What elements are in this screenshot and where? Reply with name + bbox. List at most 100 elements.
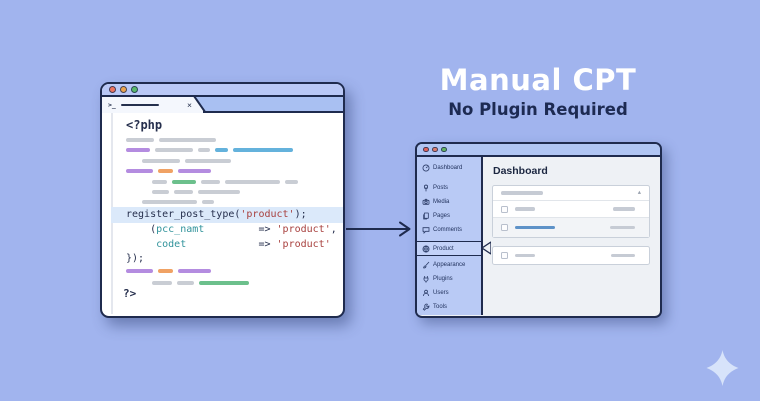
code-block: register_post_type('product'); (pcc_namt… — [102, 207, 343, 267]
code-placeholder-bar — [126, 169, 153, 174]
terminal-prompt-icon: >_ — [108, 101, 116, 109]
code-placeholder-bar — [174, 189, 193, 194]
code-placeholder-bar — [126, 138, 154, 142]
code-placeholder-bar — [152, 179, 167, 184]
globe-icon — [422, 245, 430, 253]
code-placeholder-bar — [185, 158, 231, 163]
sidebar-item-plugins[interactable]: Plugins — [417, 272, 481, 286]
camera-icon — [422, 198, 430, 206]
row-meta-placeholder — [613, 207, 635, 211]
code-token: , — [330, 224, 337, 235]
table-header-row: ▴ — [493, 186, 649, 200]
sort-caret-icon[interactable]: ▴ — [637, 189, 641, 196]
php-close-tag: ?> — [123, 287, 137, 300]
code-line: }); — [102, 252, 343, 267]
code-token — [126, 239, 156, 250]
sidebar-item-tools[interactable]: Tools — [417, 300, 481, 314]
skeleton-code-row — [126, 148, 331, 153]
sidebar-item-label: Tools — [433, 304, 448, 310]
brush-icon — [422, 261, 430, 269]
code-token: => — [186, 238, 277, 250]
code-placeholder-bar — [172, 179, 196, 184]
skeleton-code-top — [126, 138, 331, 211]
close-traffic-dot[interactable] — [109, 86, 116, 93]
code-line: codet => 'product' — [102, 238, 343, 253]
filename-placeholder-bar — [120, 103, 159, 107]
maximize-traffic-dot[interactable] — [131, 86, 138, 93]
code-placeholder-bar — [199, 280, 249, 285]
table-row — [493, 200, 649, 217]
code-token: ); — [294, 209, 307, 220]
code-area: <?php register_post_type('product'); (pc… — [102, 113, 343, 314]
code-placeholder-bar — [201, 179, 220, 184]
sparkle-icon — [706, 350, 739, 386]
row-meta-placeholder — [611, 253, 635, 258]
skeleton-code-row — [142, 158, 331, 163]
code-line: (pcc_namt => 'product', — [102, 223, 343, 238]
comment-icon — [422, 226, 430, 234]
skeleton-code-row — [142, 200, 331, 205]
row-title-placeholder — [515, 253, 535, 258]
sidebar-item-label: Posts — [433, 185, 449, 191]
close-traffic-dot[interactable] — [423, 146, 429, 153]
sidebar-item-label: Plugins — [433, 276, 453, 282]
page-title: Manual CPT — [439, 63, 637, 97]
row-checkbox[interactable] — [501, 205, 508, 213]
minimize-traffic-dot[interactable] — [432, 146, 438, 153]
skeleton-code-row — [126, 169, 331, 174]
code-token: }); — [126, 253, 145, 264]
sidebar-item-media[interactable]: Media — [417, 195, 481, 209]
page-subtitle: No Plugin Required — [448, 100, 628, 119]
close-icon[interactable]: × — [187, 100, 192, 110]
sidebar-item-posts[interactable]: Posts — [417, 181, 481, 195]
code-placeholder-bar — [159, 138, 216, 142]
code-token: pcc_namt — [156, 224, 205, 235]
table-gap — [492, 238, 650, 246]
pages-icon — [422, 212, 430, 220]
sidebar-item-label: Pages — [433, 213, 451, 219]
dashboard-page-title: Dashboard — [493, 165, 548, 177]
editor-file-tab[interactable]: >_ × — [102, 97, 206, 113]
headline-block: Manual CPT No Plugin Required — [418, 63, 658, 119]
code-placeholder-bar — [158, 169, 173, 174]
admin-main-area: Dashboard ▴ — [483, 157, 660, 315]
gauge-icon — [422, 164, 430, 172]
sidebar-item-users[interactable]: Users — [417, 286, 481, 300]
sidebar-item-pages[interactable]: Pages — [417, 209, 481, 223]
maximize-traffic-dot[interactable] — [441, 146, 447, 153]
minimize-traffic-dot[interactable] — [120, 86, 127, 93]
row-title-placeholder — [515, 225, 555, 230]
skeleton-code-bottom — [126, 269, 331, 292]
code-placeholder-bar — [158, 269, 173, 273]
row-checkbox[interactable] — [501, 252, 508, 259]
highlighted-code-line: register_post_type('product'); — [102, 207, 343, 223]
code-placeholder-bar — [202, 200, 214, 205]
skeleton-code-row — [126, 269, 331, 273]
code-placeholder-bar — [225, 179, 280, 184]
code-placeholder-bar — [285, 179, 298, 184]
code-token: ( — [126, 224, 157, 235]
wrench-icon — [422, 303, 430, 311]
sidebar-item-label: Product — [433, 245, 454, 252]
editor-tab-bar: >_ × — [102, 97, 343, 113]
code-placeholder-bar — [152, 189, 169, 194]
code-placeholder-bar — [233, 148, 293, 153]
row-title-placeholder — [515, 207, 535, 211]
code-placeholder-bar — [152, 280, 172, 285]
posts-table: ▴ — [492, 185, 650, 238]
code-token: 'product' — [276, 238, 331, 250]
code-placeholder-bar — [198, 189, 240, 194]
row-checkbox[interactable] — [501, 224, 508, 231]
sidebar-item-appearance[interactable]: Appearance — [417, 258, 481, 272]
code-placeholder-bar — [215, 148, 228, 153]
sidebar-item-product[interactable]: Product — [417, 240, 492, 256]
code-placeholder-bar — [126, 269, 153, 273]
user-icon — [422, 289, 430, 297]
code-placeholder-bar — [178, 269, 211, 273]
table-row — [493, 217, 649, 237]
sidebar-item-comments[interactable]: Comments — [417, 223, 481, 237]
sidebar-item-dashboard[interactable]: Dashboard — [417, 161, 481, 175]
